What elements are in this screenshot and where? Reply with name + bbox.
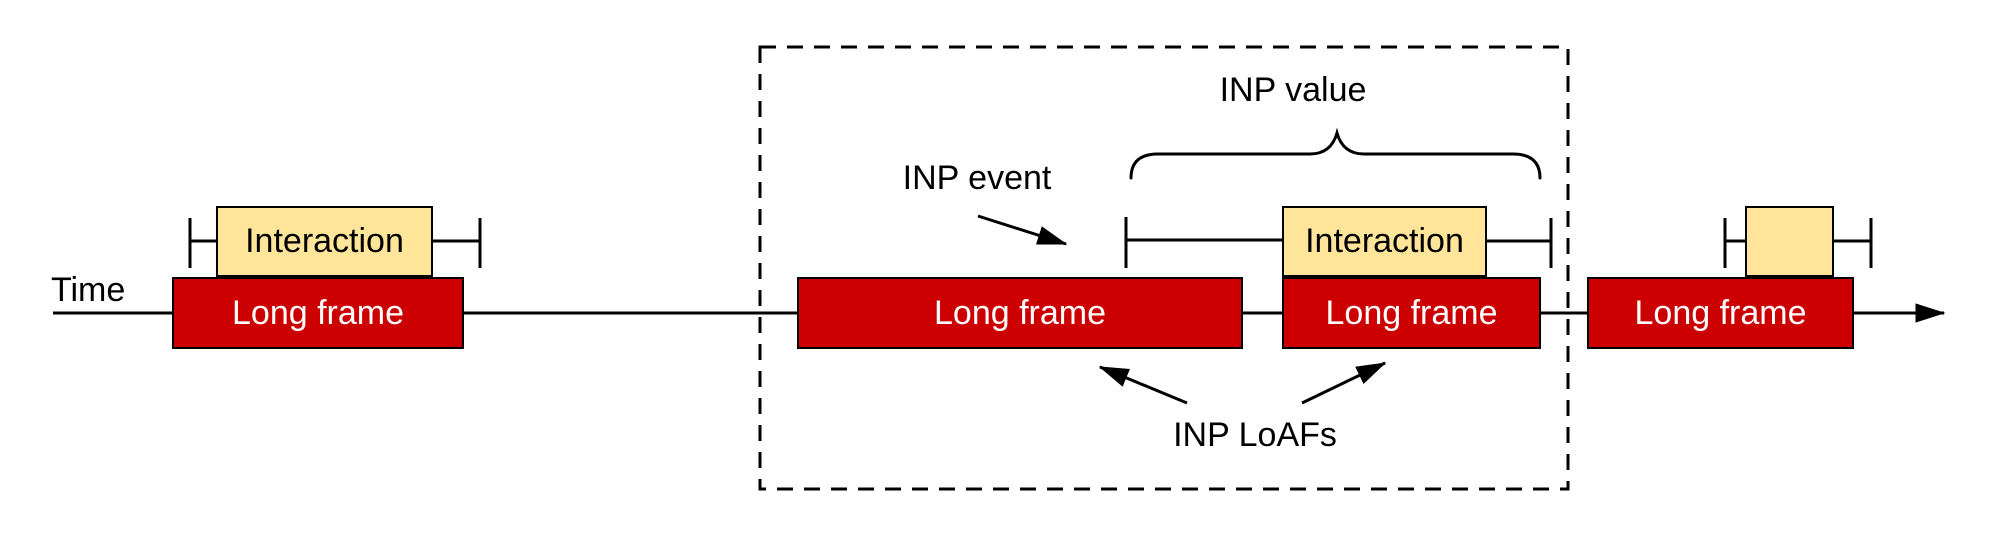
inp-region-dashed-border	[758, 45, 1570, 491]
interaction3-end-marker	[1834, 218, 1873, 268]
long-frame-box-1-label: Long frame	[232, 293, 404, 332]
interaction-box-2-label: Interaction	[1305, 222, 1464, 260]
inp-value-brace	[1129, 127, 1542, 180]
inp-loafs-label: INP LoAFs	[1173, 416, 1337, 454]
long-frame-box-2: Long frame	[797, 277, 1243, 349]
inp-event-label: INP event	[902, 159, 1052, 197]
long-frame-box-3: Long frame	[1282, 277, 1541, 349]
interaction-box-1: Interaction	[216, 206, 433, 277]
long-frame-box-4: Long frame	[1587, 277, 1854, 349]
interaction3-start-marker	[1723, 218, 1746, 268]
inp-value-label: INP value	[1219, 71, 1367, 109]
inp-loafs-arrow-right	[1301, 361, 1387, 405]
interaction2-end-marker	[1487, 218, 1553, 268]
interaction1-end-marker	[433, 218, 482, 268]
time-axis-label: Time	[51, 271, 126, 309]
long-frame-box-1: Long frame	[172, 277, 464, 349]
long-frame-box-4-label: Long frame	[1634, 293, 1807, 332]
inp-event-arrow	[977, 214, 1068, 246]
interaction-box-2: Interaction	[1282, 206, 1487, 277]
interaction-box-3	[1745, 206, 1834, 277]
long-frame-box-2-label: Long frame	[934, 293, 1106, 332]
long-frame-box-3-label: Long frame	[1325, 293, 1498, 332]
interaction-box-1-label: Interaction	[245, 222, 404, 260]
inp-loafs-arrow-left	[1098, 365, 1188, 405]
inp-event-start-marker	[1124, 217, 1282, 268]
interaction1-start-marker	[188, 218, 217, 268]
